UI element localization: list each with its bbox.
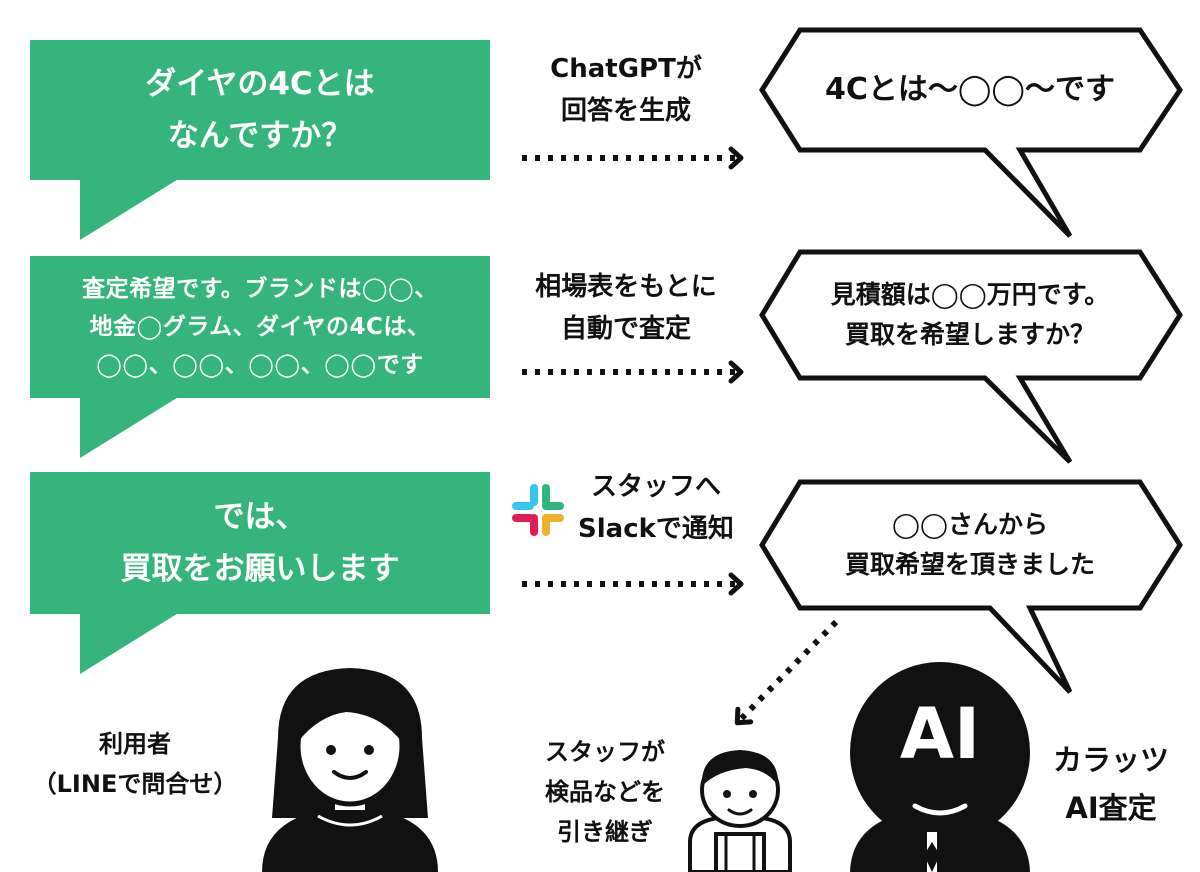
step-caption-2: 相場表をもとに 自動で査定 — [526, 266, 726, 350]
staff-label-line-3: 引き継ぎ — [557, 818, 653, 846]
user-label-line-1: 利用者 — [99, 730, 171, 758]
user-message-2: 査定希望です。ブランドは◯◯、 地金◯グラム、ダイヤの4Cは、 ◯◯、◯◯、◯◯… — [30, 256, 490, 398]
step-caption-1: ChatGPTが 回答を生成 — [526, 48, 726, 132]
ai-label-line-2: AI査定 — [1065, 791, 1157, 825]
user-bubble-3-tail — [80, 612, 180, 674]
user-bubble-1-tail — [80, 178, 180, 240]
ai-reply-3-line-1: ◯◯さんから — [892, 510, 1048, 539]
staff-label-line-1: スタッフが — [545, 738, 665, 766]
woman-icon — [262, 668, 438, 872]
staff-label-line-2: 検品などを — [545, 778, 665, 806]
ai-reply-3: ◯◯さんから 買取希望を頂きました — [770, 482, 1170, 608]
user-label: 利用者 （LINEで問合せ） — [20, 724, 250, 804]
step-caption-2-line-2: 自動で査定 — [560, 314, 691, 344]
user-message-1-line-2: なんですか？ — [167, 118, 353, 154]
ai-robot-icon — [850, 662, 1030, 872]
staff-icon — [688, 750, 792, 872]
step-caption-1-line-2: 回答を生成 — [560, 96, 691, 126]
user-message-3-line-1: では、 — [213, 499, 307, 535]
user-message-3-line-2: 買取をお願いします — [120, 551, 400, 587]
ai-bubble-2-shape — [759, 249, 1183, 464]
user-message-1: ダイヤの4Cとは なんですか？ — [30, 40, 490, 180]
ai-reply-2-line-2: 買取を希望しますか？ — [844, 320, 1095, 349]
ai-label-line-1: カラッツ — [1052, 743, 1169, 777]
step-caption-3-line-1: スタッフへ — [590, 472, 721, 502]
ai-reply-1-line-1: 4Cとは〜◯◯〜です — [824, 72, 1116, 107]
user-message-1-line-1: ダイヤの4Cとは — [145, 66, 375, 102]
ai-bubble-1-shape — [759, 27, 1184, 238]
step-caption-3: スタッフへ Slackで通知 — [566, 466, 746, 550]
user-message-2-line-1: 査定希望です。ブランドは◯◯、 — [82, 276, 438, 302]
slack-icon — [512, 484, 564, 536]
step-caption-3-line-2: Slackで通知 — [578, 514, 734, 544]
ai-reply-2-line-1: 見積額は◯◯万円です。 — [830, 280, 1110, 309]
ai-reply-2: 見積額は◯◯万円です。 買取を希望しますか？ — [770, 252, 1170, 378]
user-message-2-line-3: ◯◯、◯◯、◯◯、◯◯です — [96, 352, 424, 378]
ai-reply-3-line-2: 買取希望を頂きました — [844, 550, 1095, 579]
user-bubble-2-tail — [80, 396, 180, 458]
user-label-line-2: （LINEで問合せ） — [32, 770, 238, 798]
staff-label: スタッフが 検品などを 引き継ぎ — [520, 732, 690, 852]
ai-badge: AI — [899, 693, 981, 775]
ai-bubble-3-shape — [759, 479, 1183, 694]
step-caption-1-line-1: ChatGPTが — [550, 54, 702, 84]
user-message-3: では、 買取をお願いします — [30, 472, 490, 614]
user-message-2-line-2: 地金◯グラム、ダイヤの4Cは、 — [89, 314, 431, 340]
step-caption-2-line-1: 相場表をもとに — [535, 272, 717, 302]
ai-label: カラッツ AI査定 — [1026, 736, 1196, 832]
ai-reply-1: 4Cとは〜◯◯〜です — [770, 30, 1170, 150]
staff-handoff-arrow — [734, 619, 839, 726]
